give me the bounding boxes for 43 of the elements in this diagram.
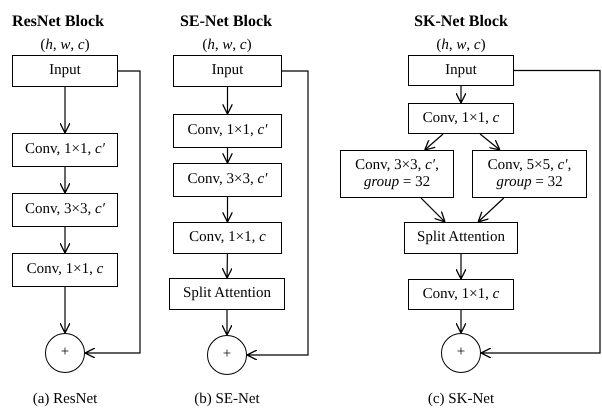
- layer-box: Conv, 1×1, c′: [173, 114, 282, 148]
- arrow: [424, 134, 444, 151]
- arrow: [455, 310, 467, 334]
- shape-label: (h, w, c): [40, 36, 90, 55]
- layer-box: Conv, 1×1, c′: [12, 133, 118, 167]
- arrow: [59, 287, 71, 334]
- arrow: [59, 87, 71, 134]
- layer-box: Conv, 1×1, c: [173, 222, 282, 254]
- layer-box: Conv, 1×1, c: [12, 253, 118, 287]
- shape-label: (h, w, c): [436, 36, 486, 55]
- layer-box: Conv, 3×3, c′: [12, 193, 118, 227]
- layer-box: Split Attention: [404, 222, 518, 254]
- arrow: [84, 70, 141, 359]
- layer-box: Split Attention: [169, 278, 285, 310]
- layer-box: Conv, 3×3, c′, group = 32: [340, 150, 454, 198]
- arrow: [59, 227, 71, 254]
- arrow: [222, 254, 233, 279]
- layer-box: Conv, 1×1, c: [408, 103, 514, 134]
- layer-box: Input: [408, 55, 514, 86]
- arrow: [59, 167, 71, 194]
- arrow: [222, 148, 234, 164]
- arrow: [480, 70, 601, 359]
- arrow: [246, 70, 309, 361]
- layer-box: Conv, 5×5, c′, group = 32: [472, 150, 587, 198]
- arrow: [222, 87, 234, 115]
- layer-box: Conv, 3×3, c′: [173, 163, 282, 197]
- arrow: [222, 197, 234, 223]
- block-title: ResNet Block: [12, 12, 104, 32]
- arrow: [477, 198, 504, 223]
- subfigure-caption: (b) SE-Net: [194, 390, 260, 409]
- subfigure-caption: (a) ResNet: [32, 390, 98, 409]
- block-title: SE-Net Block: [180, 12, 272, 32]
- subfigure-caption: (c) SK-Net: [428, 390, 494, 409]
- layer-box: Input: [12, 55, 118, 87]
- arrow: [455, 254, 467, 280]
- layer-box: Input: [173, 55, 282, 87]
- arrow: [420, 198, 446, 223]
- layer-box: Conv, 1×1, c: [408, 279, 514, 310]
- arrow: [455, 86, 467, 104]
- arrow: [480, 134, 501, 151]
- block-title: SK-Net Block: [414, 12, 508, 32]
- shape-label: (h, w, c): [202, 36, 252, 55]
- arrow: [221, 310, 233, 336]
